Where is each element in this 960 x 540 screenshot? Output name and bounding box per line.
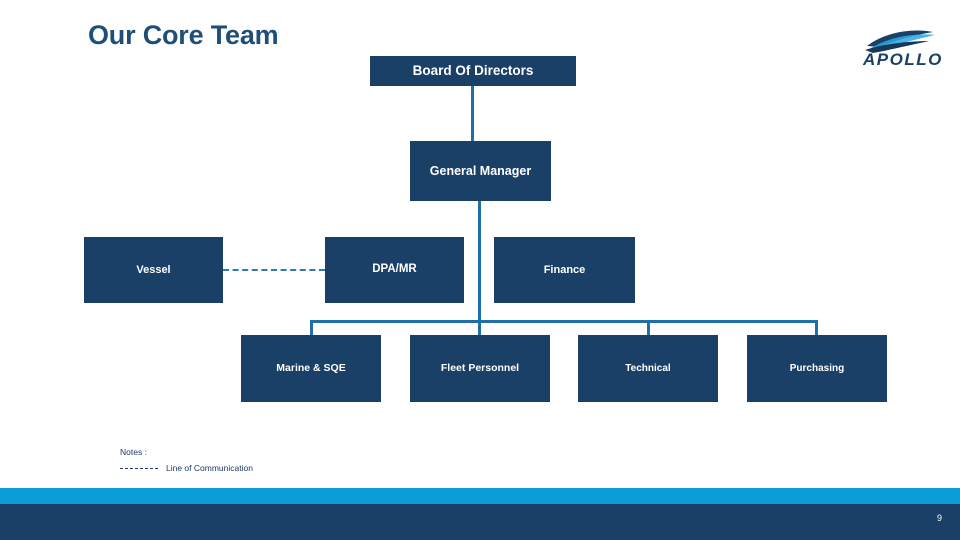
notes-legend-row: Line of Communication <box>120 463 253 473</box>
org-node-board-of-directors[interactable]: Board Of Directors <box>370 56 576 86</box>
connector-drop-fleet <box>478 320 481 335</box>
org-node-marine-and-sqe[interactable]: Marine & SQE <box>241 335 381 402</box>
org-node-label: Purchasing <box>789 362 845 374</box>
org-node-dpa-mr[interactable]: DPA/MR <box>325 237 464 303</box>
org-node-technical[interactable]: Technical <box>578 335 718 402</box>
connector-horizontal-bus <box>310 320 818 323</box>
org-node-fleet-personnel[interactable]: Fleet Personnel <box>410 335 550 402</box>
org-node-label: Fleet Personnel <box>440 362 520 375</box>
org-node-label: Technical <box>625 362 671 374</box>
page-title: Our Core Team <box>88 20 279 50</box>
footer-bar <box>0 504 960 540</box>
apollo-swoosh-icon <box>865 30 935 53</box>
connector-drop-technical <box>647 320 650 335</box>
org-node-finance[interactable]: Finance <box>494 237 635 303</box>
org-node-label: Marine & SQE <box>276 362 346 375</box>
notes-legend-label: Line of Communication <box>166 463 253 473</box>
connector-drop-marine <box>310 320 313 335</box>
connector-dashed-vessel-to-dpamr <box>223 269 325 271</box>
org-node-label: Finance <box>543 263 586 276</box>
org-node-general-manager[interactable]: General Manager <box>410 141 551 201</box>
dashed-line-sample-icon <box>120 467 158 469</box>
org-node-label: Vessel <box>136 263 171 276</box>
notes-block: Notes : Line of Communication <box>120 447 253 473</box>
notes-title: Notes : <box>120 447 147 457</box>
org-node-purchasing[interactable]: Purchasing <box>747 335 887 402</box>
org-node-label: Board Of Directors <box>412 63 534 79</box>
footer-accent-bar <box>0 488 960 504</box>
page-number: 9 <box>936 513 942 523</box>
connector-drop-purchasing <box>815 320 818 335</box>
org-node-vessel[interactable]: Vessel <box>84 237 223 303</box>
connector-board-to-gm <box>471 86 474 141</box>
org-node-label: General Manager <box>429 163 532 178</box>
apollo-logo: APOLLO <box>855 26 959 68</box>
org-node-label: DPA/MR <box>372 263 417 276</box>
apollo-wordmark: APOLLO <box>862 50 943 68</box>
connector-gm-trunk <box>478 201 481 320</box>
